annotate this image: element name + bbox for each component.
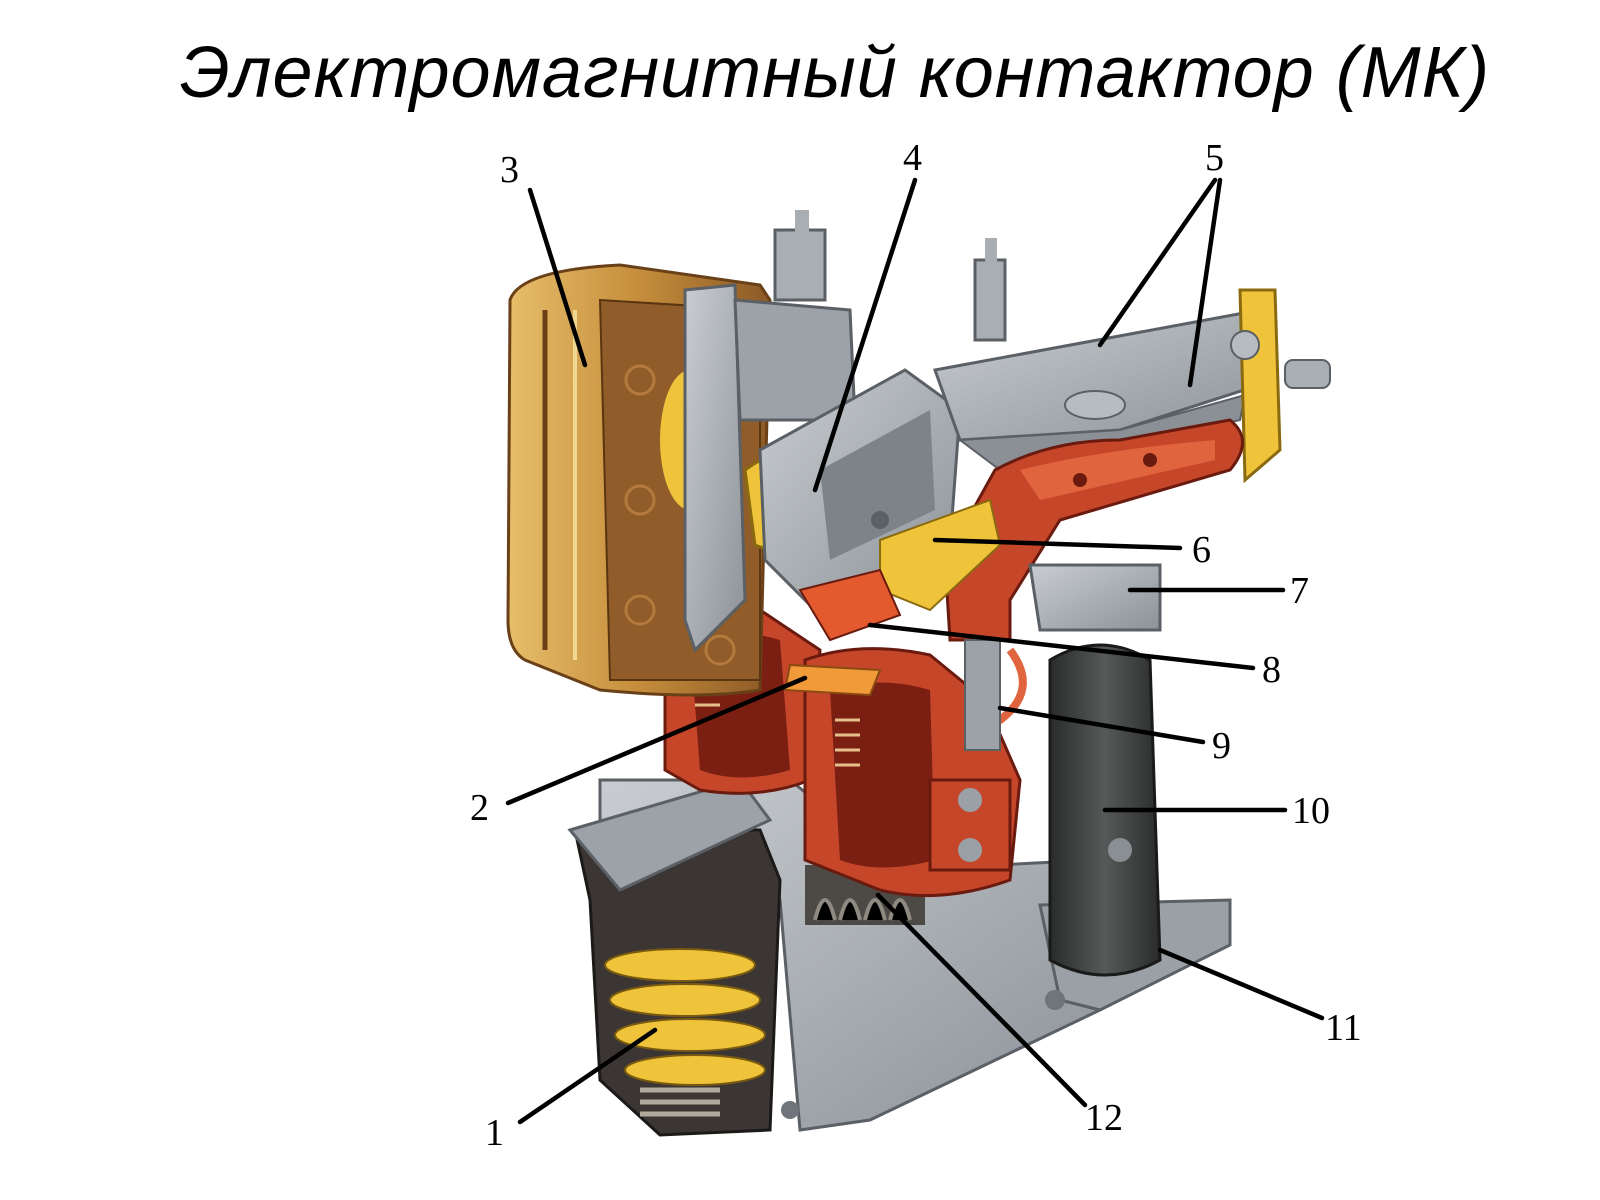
leader-12	[875, 892, 1088, 1108]
leader-3	[527, 187, 588, 368]
leader-lines	[505, 177, 1325, 1125]
flexible-shunt	[964, 639, 1027, 751]
callout-8: 8	[1262, 649, 1281, 691]
leader-8	[867, 622, 1256, 671]
leader-4	[812, 177, 918, 493]
blowout-horn	[943, 418, 1244, 642]
callout-12: 12	[1085, 1097, 1123, 1139]
callout-1: 1	[485, 1112, 504, 1154]
callout-labels: 1 2 3 4 5 6 7 8 9 10 11 12	[470, 137, 1362, 1154]
leader-5b	[1187, 177, 1223, 388]
leader-1	[517, 1027, 658, 1125]
leader-6	[932, 537, 1183, 551]
leader-2	[505, 675, 808, 806]
callout-7: 7	[1290, 570, 1309, 612]
coil-bracket	[683, 210, 857, 653]
leader-9	[997, 705, 1206, 745]
brass-contact	[798, 498, 1002, 642]
callout-10: 10	[1292, 790, 1330, 832]
callout-3: 3	[500, 149, 519, 191]
core-plate	[1028, 563, 1162, 632]
callout-4: 4	[903, 137, 922, 179]
callout-11: 11	[1325, 1007, 1362, 1049]
leader-5a	[1097, 177, 1218, 348]
callout-6: 6	[1192, 529, 1211, 571]
callout-2: 2	[470, 787, 489, 829]
auxiliary-contacts	[567, 778, 782, 1137]
callout-5: 5	[1205, 137, 1224, 179]
upper-contact-arm	[932, 238, 1331, 484]
page-title: Электромагнитный контактор (МК)	[179, 33, 1491, 113]
callout-9: 9	[1212, 725, 1231, 767]
leader-11	[1157, 947, 1325, 1021]
contact-bar	[783, 663, 882, 697]
